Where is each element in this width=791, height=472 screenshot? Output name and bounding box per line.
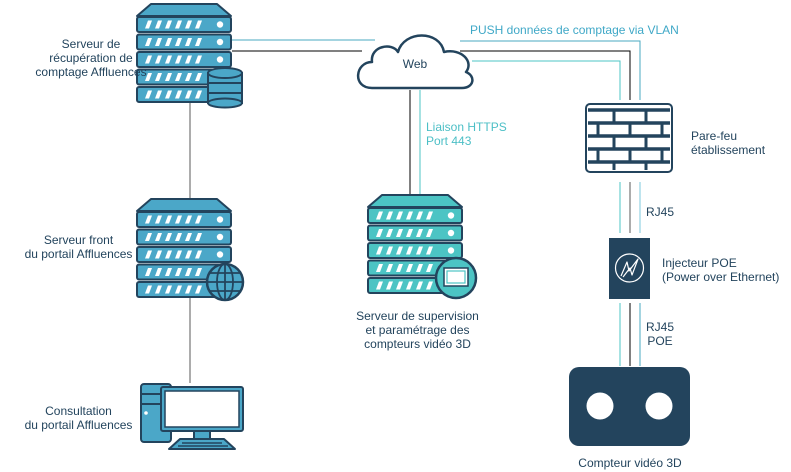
server-database-icon[interactable] [136,3,243,109]
label-line: et paramétrage des [365,323,470,337]
label-line: compteurs vidéo 3D [364,337,471,351]
label-line: RJ45 [646,205,675,219]
label-line: Consultation [45,404,112,418]
label-line: PUSH données de comptage via VLAN [470,23,679,37]
label-line: du portail Affluences [24,247,133,261]
label-edge-rj45: RJ45 [646,205,674,219]
server-globe-icon[interactable] [136,198,245,302]
label-line: Liaison HTTPS [426,120,507,134]
label-line: Port 443 [426,134,472,148]
label-web: Web [395,57,435,71]
edge-black-line-right [460,50,631,100]
label-line: Pare-feu [691,129,738,143]
label-line: Web [402,57,428,71]
monitor-icon [434,256,478,300]
label-line: Serveur de supervision [356,309,479,323]
cloud-icon[interactable] [356,34,474,90]
label-line: (Power over Ethernet) [662,270,780,284]
stereo-camera-icon[interactable] [569,367,690,446]
label-line: Serveur front [43,233,114,247]
edge-teal-line-right [472,60,621,100]
database-icon [207,67,243,109]
label-line: Compteur vidéo 3D [578,456,682,470]
label-server-front: Serveur front du portail Affluences [6,233,151,261]
connectors [189,39,641,383]
label-line: du portail Affluences [24,418,133,432]
label-server-supervision: Serveur de supervision et paramétrage de… [350,309,485,351]
label-line: récupération de [49,51,133,65]
label-server-recuperation: Serveur de récupération de comptage Affl… [26,37,156,79]
label-line: Injecteur POE [662,256,737,270]
edge-vlan-line-outer-right [460,40,641,100]
label-line: comptage Affluences [35,65,147,79]
desktop-computer-icon[interactable] [140,383,244,450]
label-line: POE [647,334,673,348]
power-injector-icon[interactable] [609,238,650,299]
label-counter-3d: Compteur vidéo 3D [560,456,700,470]
server-monitor-icon[interactable] [367,194,478,300]
label-edge-https: Liaison HTTPS Port 443 [426,120,507,148]
label-edge-rj45-poe: RJ45 POE [643,320,677,348]
label-firewall: Pare-feu établissement [691,129,765,157]
label-workstation: Consultation du portail Affluences [6,404,151,432]
label-poe-injector: Injecteur POE (Power over Ethernet) [662,256,779,284]
label-edge-vlan: PUSH données de comptage via VLAN [470,23,679,37]
firewall-brick-icon[interactable] [585,103,673,173]
label-line: Serveur de [61,37,121,51]
label-line: RJ45 [645,320,674,334]
globe-icon [205,262,245,302]
label-line: établissement [691,143,766,157]
